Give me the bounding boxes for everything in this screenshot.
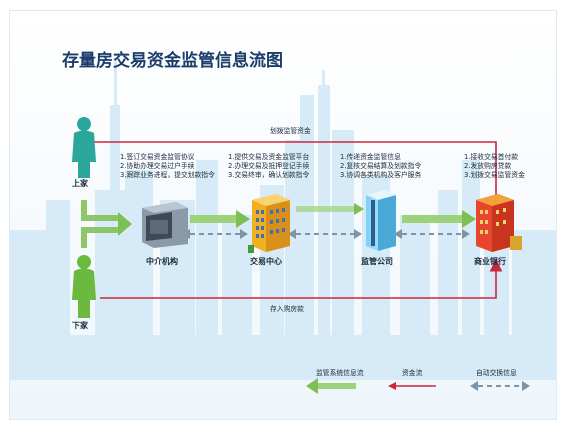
- diagram-frame: [9, 10, 557, 420]
- info-flow-chain: [190, 203, 476, 228]
- page-title: 存量房交易资金监管信息流图: [62, 50, 283, 71]
- bank-note-3: 3.划拨交易监管资金: [464, 170, 525, 179]
- bank-notes: 1.接收交易首付款 2.发放购房贷款 3.划拨交易监管资金: [464, 152, 525, 179]
- legend-auto-exchange-label: 自动交换信息: [476, 368, 517, 377]
- transfer-funds-label: 划拨监管资金: [270, 126, 311, 135]
- fund-flow-transfer: 划拨监管资金: [80, 126, 497, 195]
- exchange-label: 交易中心: [250, 256, 282, 266]
- agency-notes: 1.签订交易资金监管协议 2.协助办理交易过户手续 3.跟踪业务进程，提交划款指…: [120, 152, 215, 179]
- agency-label: 中介机构: [146, 256, 178, 266]
- exchange-note-2: 2.办理交易及抵押登记手续: [228, 161, 309, 170]
- legend-info-flow: 监管系统信息流: [306, 368, 364, 394]
- legend-fund-flow: 资金流: [388, 368, 436, 390]
- bank-note-2: 2.发放购房贷款: [464, 161, 511, 170]
- agency-note-3: 3.跟踪业务进程，提交划款指令: [120, 170, 215, 179]
- legend-fund-flow-label: 资金流: [402, 368, 423, 377]
- supervisor-label: 监管公司: [361, 256, 393, 266]
- supervisor-note-1: 1.传递资金监管信息: [340, 152, 401, 161]
- seller-label: 上家: [72, 178, 89, 188]
- fund-flow-deposit: 存入购房款: [100, 258, 503, 313]
- supervisor-notes: 1.传递资金监管信息 2.复核交易结算及划款指令 3.协调各类机构及客户服务: [340, 152, 421, 179]
- buyer-label: 下家: [72, 320, 89, 330]
- legend-auto-exchange: 自动交换信息: [470, 368, 530, 391]
- seller-person-icon: [72, 117, 96, 178]
- exchange-note-1: 1.提供交易及资金监管平台: [228, 152, 309, 161]
- bank-label: 商业银行: [474, 256, 506, 266]
- agency-note-1: 1.签订交易资金监管协议: [120, 152, 195, 161]
- buyer-person-icon: [72, 255, 96, 318]
- info-arrow-to-agency: [118, 212, 132, 236]
- supervisor-icon: [366, 190, 396, 251]
- exchange-icon: [248, 194, 290, 253]
- deposit-payment-label: 存入购房款: [270, 304, 304, 313]
- legend-info-flow-label: 监管系统信息流: [316, 368, 364, 377]
- legend: 监管系统信息流 资金流 自动交换信息: [306, 368, 530, 394]
- info-flow-actors: [81, 200, 120, 248]
- supervisor-note-3: 3.协调各类机构及客户服务: [340, 170, 421, 179]
- agency-icon: [142, 202, 188, 248]
- agency-note-2: 2.协助办理交易过户手续: [120, 161, 195, 170]
- exchange-note-3: 3.交易终审，确认划款指令: [228, 170, 309, 179]
- bank-icon: [476, 194, 522, 252]
- exchange-notes: 1.提供交易及资金监管平台 2.办理交易及抵押登记手续 3.交易终审，确认划款指…: [228, 152, 309, 179]
- supervisor-note-2: 2.复核交易结算及划款指令: [340, 161, 421, 170]
- bank-note-1: 1.接收交易首付款: [464, 152, 518, 161]
